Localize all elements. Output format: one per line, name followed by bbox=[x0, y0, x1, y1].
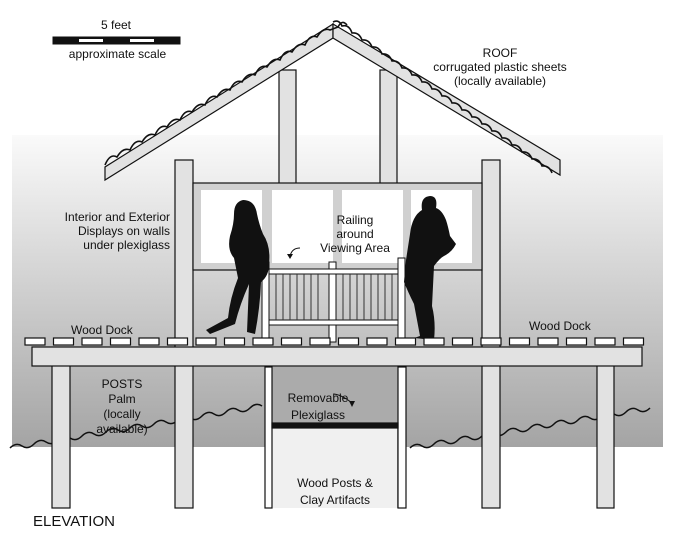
railing-label: Railing around Viewing Area bbox=[315, 213, 395, 255]
dock-board bbox=[622, 337, 645, 346]
posts-label-line: Palm bbox=[108, 392, 136, 406]
posts-label: POSTS Palm (locally available) bbox=[82, 377, 162, 437]
displays-label: Interior and Exterior Displays on walls … bbox=[40, 210, 170, 252]
plexiglass-label-line: Plexiglass bbox=[290, 408, 346, 422]
posts-label-line: (locally bbox=[103, 407, 141, 421]
dock-board bbox=[195, 337, 217, 346]
displays-label-line: under plexiglass bbox=[83, 238, 170, 252]
plexiglass-cover bbox=[271, 422, 399, 429]
plexiglass-label-line: Removable bbox=[287, 391, 349, 405]
railing-label-line: around bbox=[336, 227, 374, 241]
scale-bar bbox=[52, 36, 181, 45]
deck-beam bbox=[31, 346, 643, 367]
roof-label: ROOF corrugated plastic sheets (locally … bbox=[415, 46, 585, 88]
dock-board bbox=[594, 337, 616, 346]
railing bbox=[261, 257, 406, 343]
stud bbox=[379, 69, 398, 185]
dock-board bbox=[394, 337, 417, 346]
dock-board bbox=[508, 337, 531, 346]
post bbox=[596, 364, 615, 509]
dock-board bbox=[423, 337, 445, 346]
person-silhouette-left bbox=[206, 200, 270, 334]
scale-caption: approximate scale bbox=[68, 47, 167, 61]
roof-label-line: ROOF bbox=[482, 46, 518, 60]
dock-board bbox=[223, 337, 246, 346]
post bbox=[174, 159, 194, 509]
wood-dock-label-left: Wood Dock bbox=[71, 323, 133, 337]
dock-board bbox=[309, 337, 331, 346]
dock-board bbox=[480, 337, 502, 346]
roof-label-line: (locally available) bbox=[453, 74, 547, 88]
dock-board bbox=[337, 337, 360, 346]
dock-board bbox=[52, 337, 75, 346]
pit-label: Wood Posts & Clay Artifacts bbox=[280, 475, 390, 509]
railing-label-line: Railing bbox=[336, 213, 374, 227]
pit-post bbox=[264, 366, 273, 509]
dock-board bbox=[565, 337, 588, 346]
scale-length-label: 5 feet bbox=[100, 18, 132, 32]
dock-board bbox=[81, 337, 103, 346]
displays-label-line: Displays on walls bbox=[77, 224, 170, 238]
roof bbox=[104, 20, 561, 182]
dock-board bbox=[366, 337, 388, 346]
dock-board bbox=[166, 337, 189, 346]
dock-board bbox=[24, 337, 46, 346]
pit-label-line: Clay Artifacts bbox=[299, 493, 371, 507]
plexiglass-label: Removable Plexiglass bbox=[278, 390, 358, 424]
posts-label-line: available) bbox=[96, 422, 148, 436]
dock-board bbox=[109, 337, 132, 346]
roof-label-line: corrugated plastic sheets bbox=[433, 60, 567, 74]
post bbox=[51, 364, 71, 509]
pit-post bbox=[397, 366, 407, 509]
person-silhouette-right bbox=[404, 196, 456, 340]
stud bbox=[278, 69, 297, 185]
dock-boards bbox=[24, 337, 645, 346]
displays-label-line: Interior and Exterior bbox=[64, 210, 170, 224]
dock-board bbox=[451, 337, 474, 346]
dock-board bbox=[252, 337, 274, 346]
dock-board bbox=[138, 337, 160, 346]
posts-label-line: POSTS bbox=[101, 377, 143, 391]
view-title: ELEVATION bbox=[33, 513, 115, 530]
railing-label-line: Viewing Area bbox=[320, 241, 390, 255]
pit-label-line: Wood Posts & bbox=[297, 476, 373, 490]
wood-dock-label-right: Wood Dock bbox=[529, 319, 591, 333]
dock-board bbox=[537, 337, 559, 346]
post bbox=[481, 159, 501, 509]
dock-board bbox=[280, 337, 303, 346]
